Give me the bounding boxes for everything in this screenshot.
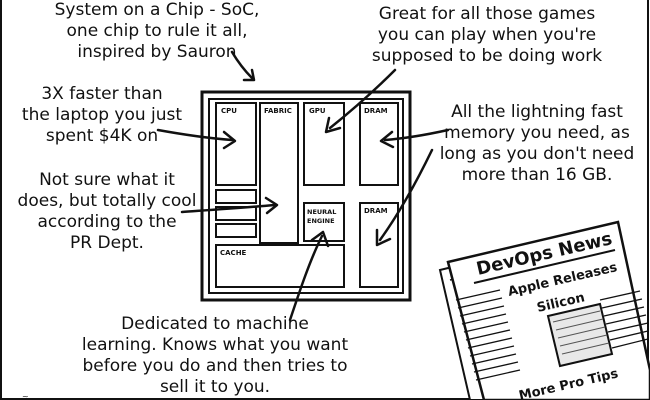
memory-annotation: All the lightning fast memory you need, … bbox=[432, 102, 642, 186]
games-line-1: Great for all those games bbox=[378, 4, 596, 24]
cpu-line-3: spent $4K on bbox=[45, 126, 159, 146]
memory-line-3: long as you don't need bbox=[439, 144, 635, 164]
memory-arrow-bottom bbox=[378, 148, 434, 242]
cpu-annotation: 3X faster than the laptop you just spent… bbox=[14, 84, 190, 147]
neural-arrow bbox=[288, 234, 324, 322]
slot-block-1 bbox=[215, 189, 257, 204]
soc-line-3: inspired by Sauron bbox=[77, 42, 237, 62]
fabric-line-3: according to the bbox=[37, 212, 177, 232]
neural-line-4: sell it to you. bbox=[159, 377, 271, 397]
cpu-arrow bbox=[156, 128, 234, 142]
games-line-2: you can play when you're bbox=[377, 25, 597, 45]
soc-line-1: System on a Chip - SoC, bbox=[54, 0, 260, 20]
dram-top-block bbox=[359, 102, 399, 186]
memory-line-1: All the lightning fast bbox=[451, 102, 623, 122]
dram-bottom-label: DRAM bbox=[364, 207, 388, 215]
neural-label-line2: ENGINE bbox=[307, 217, 335, 225]
gpu-label: GPU bbox=[309, 107, 326, 115]
fabric-label: FABRIC bbox=[264, 107, 292, 115]
cache-label: CACHE bbox=[220, 249, 247, 257]
neural-annotation: Dedicated to machine learning. Knows wha… bbox=[70, 314, 360, 398]
fabric-annotation: Not sure what it does, but totally cool … bbox=[14, 170, 200, 254]
cpu-block bbox=[215, 102, 257, 186]
slot-block-3 bbox=[215, 223, 257, 238]
fabric-line-4: PR Dept. bbox=[70, 233, 144, 253]
newspaper: DevOps News Apple Releases Silicon More … bbox=[438, 220, 650, 400]
cpu-line-1: 3X faster than bbox=[41, 84, 163, 104]
memory-line-4: more than 16 GB. bbox=[461, 165, 613, 185]
signature-mark: ~ bbox=[22, 392, 29, 400]
fabric-block bbox=[259, 102, 299, 244]
cpu-line-2: the laptop you just bbox=[21, 105, 183, 125]
gpu-block bbox=[303, 102, 345, 186]
chip-diagram: CPU FABRIC GPU DRAM DRAM NEURAL ENGINE C… bbox=[200, 90, 412, 302]
cache-block bbox=[215, 244, 345, 288]
neural-line-1: Dedicated to machine bbox=[121, 314, 309, 334]
newspaper-photo bbox=[546, 302, 614, 368]
games-annotation: Great for all those games you can play w… bbox=[362, 4, 612, 67]
soc-line-2: one chip to rule it all, bbox=[66, 21, 248, 41]
soc-arrow bbox=[230, 50, 254, 80]
memory-arrow-top bbox=[383, 128, 450, 142]
fabric-arrow bbox=[180, 203, 277, 214]
cpu-label: CPU bbox=[221, 107, 237, 115]
games-line-3: supposed to be doing work bbox=[371, 46, 603, 66]
dram-bottom-block bbox=[359, 202, 399, 288]
memory-line-2: memory you need, as bbox=[444, 123, 630, 143]
fabric-line-1: Not sure what it bbox=[39, 170, 175, 190]
neural-line-2: learning. Knows what you want bbox=[81, 335, 349, 355]
fabric-line-2: does, but totally cool bbox=[17, 191, 197, 211]
neural-label-line1: NEURAL bbox=[307, 208, 336, 216]
neural-line-3: before you do and then tries to bbox=[82, 356, 348, 376]
soc-annotation: System on a Chip - SoC, one chip to rule… bbox=[52, 0, 262, 63]
dram-top-label: DRAM bbox=[364, 107, 388, 115]
games-arrow bbox=[328, 68, 397, 130]
